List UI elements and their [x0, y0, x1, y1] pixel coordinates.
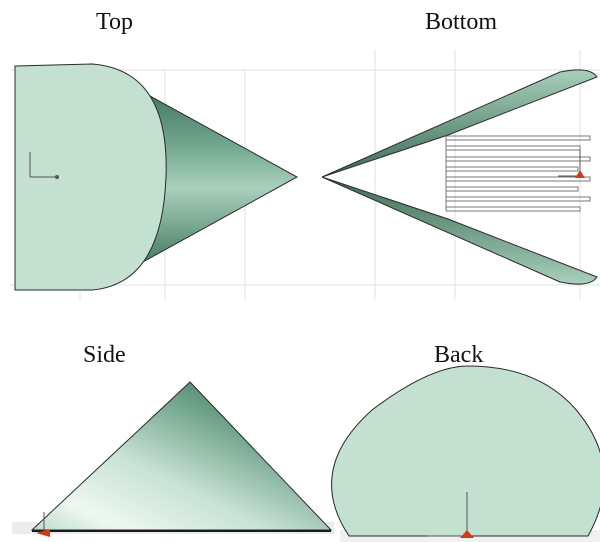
bottom-view-grid: [305, 50, 600, 300]
top-cone-base-disc: [14, 63, 167, 291]
axis-triad-icon: [427, 492, 474, 538]
axis-triad-icon: [36, 512, 50, 537]
bottom-cone-upper-surface: [321, 69, 598, 178]
axis-triad-icon: [29, 152, 59, 179]
view-label-back: Back: [434, 342, 484, 368]
top-view: [10, 63, 305, 300]
bottom-interior-slots: [445, 135, 591, 212]
bottom-view: [305, 50, 600, 300]
view-label-bottom: Bottom: [425, 9, 498, 35]
side-cone-surface: [30, 381, 333, 531]
side-view: [12, 381, 334, 537]
back-view: [331, 365, 600, 542]
view-label-side: Side: [83, 342, 126, 368]
bottom-cone-lower-surface: [321, 176, 598, 285]
axis-triad-icon: [558, 150, 585, 178]
view-label-top: Top: [96, 9, 133, 35]
back-base-disc: [331, 365, 600, 537]
